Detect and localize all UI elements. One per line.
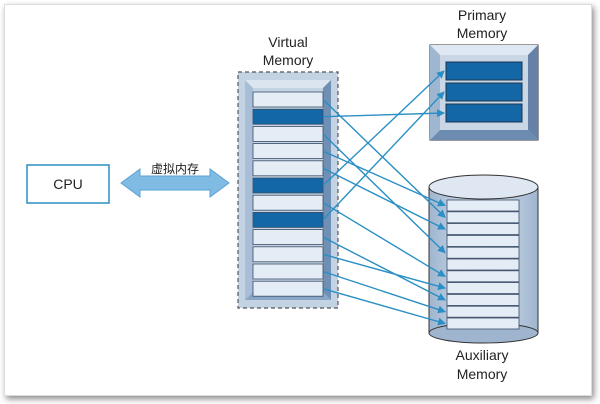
primary-memory-bottom-bevel	[430, 130, 538, 140]
auxiliary-memory-block	[446, 317, 520, 330]
virtual-page-resident	[252, 177, 324, 194]
virtual-page	[252, 126, 324, 142]
primary-memory-frame	[445, 82, 523, 102]
virtual-memory-left-bevel	[245, 80, 253, 300]
auxiliary-memory-block	[446, 270, 520, 283]
bidirectional-arrow-icon	[120, 168, 230, 198]
mapping-arrow	[322, 253, 446, 291]
primary-memory-title-line1: Primary	[458, 7, 506, 23]
primary-memory-frames	[445, 61, 523, 123]
auxiliary-memory	[428, 174, 539, 344]
virtual-memory-top-bevel	[245, 80, 331, 88]
arrow-label: 虚拟内存	[151, 162, 199, 176]
mapping-arrow	[322, 109, 445, 118]
virtual-memory-title-line1: Virtual	[268, 34, 307, 50]
auxiliary-memory-block	[446, 223, 520, 236]
auxiliary-memory-block	[446, 246, 520, 259]
primary-memory-frame	[445, 61, 523, 81]
auxiliary-memory-title-line1: Auxiliary	[456, 347, 509, 363]
primary-memory-right-bevel	[528, 45, 538, 140]
virtual-page	[252, 229, 324, 246]
primary-memory-left-bevel	[430, 45, 440, 140]
auxiliary-memory-title-line2: Memory	[457, 366, 508, 382]
primary-memory-top-bevel	[430, 45, 538, 55]
virtual-page	[252, 160, 324, 177]
mapping-arrows	[322, 70, 446, 326]
primary-memory	[429, 44, 539, 141]
virtual-memory	[237, 71, 339, 309]
primary-memory-frame	[445, 103, 523, 123]
auxiliary-memory-block	[446, 305, 520, 318]
virtual-page	[252, 263, 324, 280]
cpu-box	[26, 164, 110, 204]
virtual-page	[252, 194, 324, 211]
auxiliary-memory-block	[446, 293, 520, 306]
virtual-page	[252, 143, 324, 160]
mapping-arrow	[322, 236, 446, 301]
primary-memory-title-line2: Memory	[457, 25, 508, 41]
mapping-arrow	[322, 150, 446, 207]
virtual-page-resident	[252, 211, 324, 228]
cpu-label: CPU	[53, 176, 83, 192]
virtual-page	[252, 246, 324, 263]
mapping-arrow	[322, 167, 446, 230]
auxiliary-memory-blocks	[446, 199, 520, 330]
mapping-arrow	[322, 91, 445, 221]
auxiliary-memory-block	[446, 234, 520, 247]
virtual-page-resident	[252, 108, 324, 125]
mapping-arrow	[322, 98, 446, 218]
virtual-memory-pages	[252, 91, 324, 297]
auxiliary-memory-top	[428, 174, 539, 200]
virtual-memory-title-line2: Memory	[263, 52, 314, 68]
mapping-arrow	[322, 202, 446, 277]
mapping-arrow	[322, 70, 445, 187]
auxiliary-memory-block	[446, 282, 520, 295]
auxiliary-memory-block	[446, 199, 520, 212]
virtual-page	[252, 91, 324, 108]
mapping-arrow	[322, 288, 446, 326]
auxiliary-memory-block	[446, 258, 520, 271]
mapping-arrow	[322, 133, 446, 254]
virtual-page	[252, 280, 324, 297]
virtual-memory-right-bevel	[323, 80, 331, 300]
mapping-arrow	[322, 270, 446, 314]
auxiliary-memory-block	[446, 211, 520, 224]
